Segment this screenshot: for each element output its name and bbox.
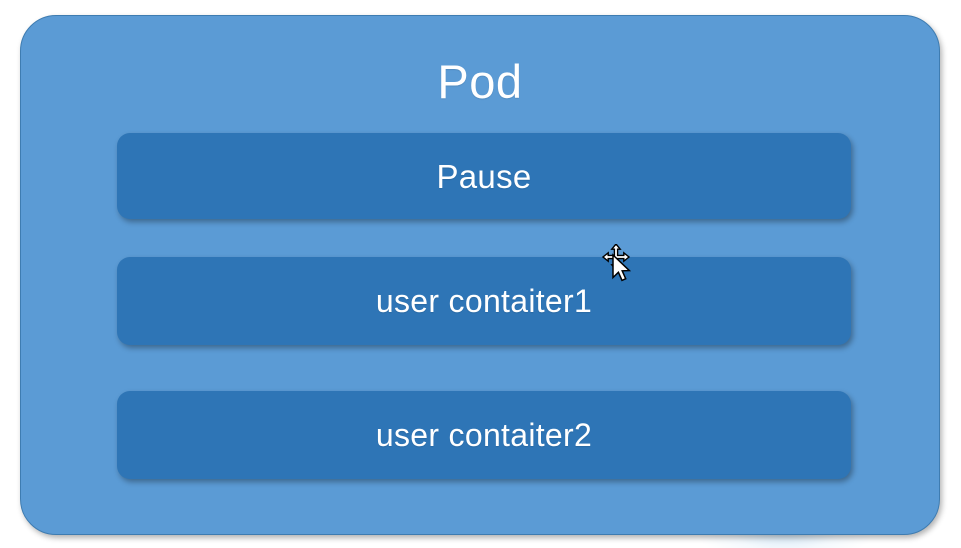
pod-row-label: user contaiter1	[375, 283, 593, 319]
pod-row-user-container2[interactable]: user contaiter2	[117, 391, 851, 479]
pod-row-label: user contaiter2	[375, 417, 593, 453]
pod-row-label: Pause	[436, 157, 532, 195]
pod-title: Pod	[437, 55, 523, 108]
pod-container[interactable]: Pod Pause user contaiter1 user contaiter…	[20, 15, 940, 535]
pod-row-pause[interactable]: Pause	[117, 133, 851, 219]
pod-row-user-container1[interactable]: user contaiter1	[117, 257, 851, 345]
